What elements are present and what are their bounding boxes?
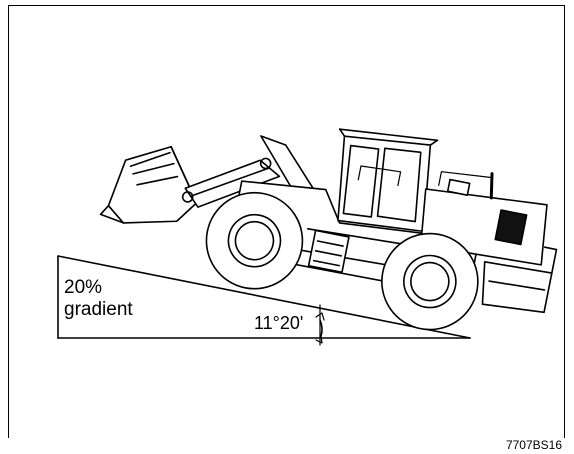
- lift-arm: [181, 135, 316, 208]
- counterweight: [481, 261, 553, 314]
- gradient-label: 20% gradient: [64, 277, 133, 321]
- rear-wheel: [381, 232, 479, 331]
- wheel-loader: [99, 128, 558, 331]
- figure-frame: [8, 5, 565, 438]
- gradient-word: gradient: [64, 299, 133, 320]
- angle-marker: [315, 304, 325, 346]
- slope: [57, 255, 471, 339]
- railing: [357, 165, 492, 187]
- bucket: [99, 145, 198, 224]
- angle-label: 11°20': [254, 313, 304, 333]
- figure-code: 7707BS16: [505, 438, 562, 452]
- front-wheel: [205, 191, 304, 290]
- gradient-percent: 20%: [64, 277, 103, 298]
